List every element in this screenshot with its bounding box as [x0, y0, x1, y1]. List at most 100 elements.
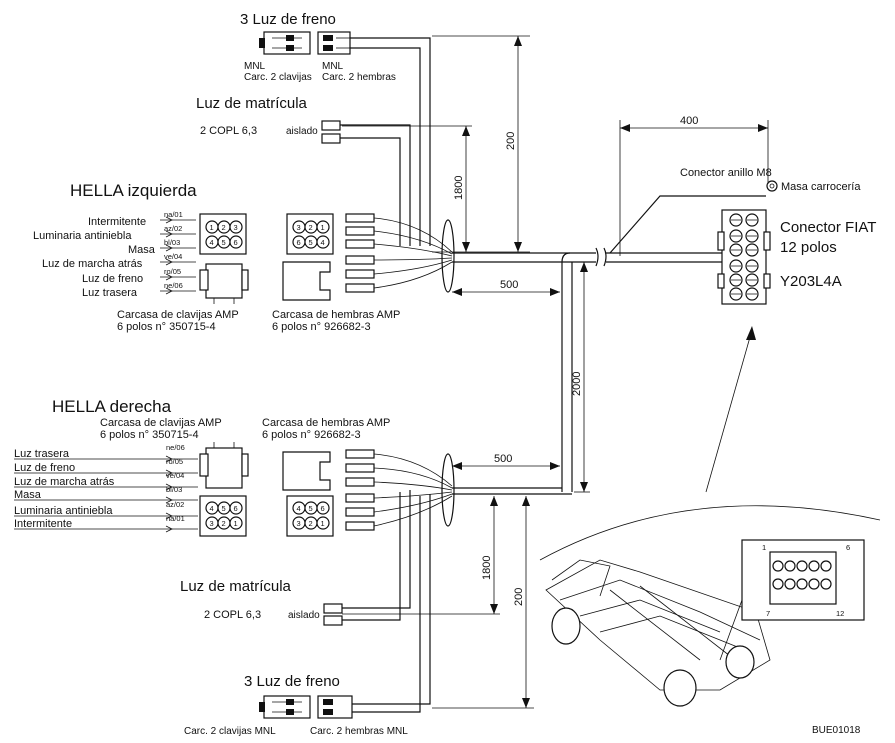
inset-pin-6: 6 [846, 543, 850, 552]
hella-left-wire-4-code: ve/04 [164, 252, 182, 261]
fiat-connector-title-1: Conector FIAT [780, 219, 876, 236]
hella-right-socket-caption-1: Carcasa de hembras AMP [262, 417, 390, 429]
hella-right-socket: 4 5 6 3 2 1 [282, 449, 375, 537]
bottom-plate-terminal-2 [323, 615, 343, 626]
hella-left-wire-6-label: Luz trasera [82, 287, 138, 299]
top-brake-male-plug [259, 31, 311, 55]
hella-right-wire-1: Luz trasera ne/06 [14, 443, 185, 460]
fiat-connector-code: Y203L4A [780, 273, 842, 290]
hella-right-wire-1-code: ne/06 [166, 443, 185, 452]
hella-right-wire-6: Intermitente na/01 [14, 514, 185, 530]
bottom-plate-title: Luz de matrícula [180, 578, 292, 595]
dim-top-200: 200 [432, 35, 530, 253]
svg-text:1: 1 [321, 519, 325, 528]
hella-left-wire-5-code: ro/05 [164, 267, 181, 276]
hella-left-wire-lines [160, 216, 196, 295]
hella-right-wire-lines [14, 455, 198, 533]
dim-bottom-200: 200 [432, 496, 534, 709]
dim-400-label: 400 [680, 115, 698, 127]
hella-right-plug: 4 5 6 3 2 1 [199, 442, 249, 537]
hella-left-wire-6: Luz trasera ne/06 [82, 281, 183, 299]
dim-2000: 2000 [571, 261, 590, 493]
bottom-brake-male-plug [259, 695, 311, 719]
top-plate-terminal-2 [321, 133, 341, 144]
hella-left-wire-4: Luz de marcha atrás ve/04 [42, 252, 182, 270]
fiat-connector-title-2: 12 polos [780, 239, 837, 256]
hella-left-wire-3: Masa bl/03 [128, 238, 180, 256]
figure-code: BUE01018 [812, 725, 861, 736]
hella-right-wire-3-label: Luz de marcha atrás [14, 476, 115, 488]
hella-right-group: HELLA derecha Carcasa de clavijas AMP 6 … [14, 397, 572, 537]
hella-left-plug-caption-1: Carcasa de clavijas AMP [117, 309, 239, 321]
hella-left-group: HELLA izquierda Intermitente na/01 Lumin… [33, 181, 455, 333]
hella-right-wire-2-label: Luz de freno [14, 462, 75, 474]
dim-2000-label: 2000 [571, 372, 583, 396]
bottom-brake-carc-left: Carc. 2 clavijas MNL [184, 726, 276, 737]
hella-right-wire-2-code: ro/05 [166, 457, 183, 466]
vehicle-inset: 1 6 7 12 [539, 326, 881, 707]
hella-left-socket: 3 2 1 6 5 4 [282, 213, 375, 301]
svg-text:2: 2 [309, 519, 313, 528]
hella-left-wire-4-label: Luz de marcha atrás [42, 258, 143, 270]
hella-right-socket-caption-2: 6 polos n° 926682-3 [262, 429, 361, 441]
top-plate-light-group: Luz de matrícula 2 COPL 6,3 aislado [196, 95, 411, 246]
hella-right-wire-5-code: az/02 [166, 500, 184, 509]
hella-right-wire-2: Luz de freno ro/05 [14, 457, 183, 474]
inset-pin-7: 7 [766, 609, 770, 618]
svg-text:2: 2 [222, 223, 226, 232]
dim-500-top-label: 500 [500, 279, 518, 291]
svg-text:5: 5 [222, 238, 226, 247]
hella-left-wire-1-label: Intermitente [88, 216, 146, 228]
svg-text:3: 3 [210, 519, 214, 528]
hella-right-wire-4-code: bl/03 [166, 485, 182, 494]
svg-text:4: 4 [297, 504, 301, 513]
svg-text:4: 4 [210, 238, 214, 247]
dim-bottom-1800-label: 1800 [481, 556, 493, 580]
bottom-brake-carc-right: Carc. 2 hembras MNL [310, 726, 408, 737]
inset-pin-12: 12 [836, 609, 844, 618]
top-brake-light-group: 3 Luz de freno MNL Carc. 2 clavijas MNL … [240, 11, 431, 246]
hella-left-socket-caption-2: 6 polos n° 926682-3 [272, 321, 371, 333]
hella-right-wire-6-label: Intermitente [14, 518, 72, 530]
inset-connector-zoom: 1 6 7 12 [719, 539, 865, 661]
ring-connector-label: Conector anillo M8 [680, 167, 772, 179]
svg-text:2: 2 [222, 519, 226, 528]
fiat-connector: Conector FIAT 12 polos Y203L4A [717, 209, 876, 305]
hella-right-title: HELLA derecha [52, 397, 172, 416]
dim-500-bottom-label: 500 [494, 453, 512, 465]
hella-left-wire-3-code: bl/03 [164, 238, 180, 247]
hella-right-wire-3: Luz de marcha atrás ve/04 [14, 471, 184, 488]
ground-ring-group: Conector anillo M8 Masa carrocería [609, 167, 861, 254]
svg-text:1: 1 [321, 223, 325, 232]
dim-top-200-label: 200 [505, 132, 517, 150]
hella-right-wire-5: Luminaria antiniebla az/02 [14, 500, 184, 517]
dim-500-bottom: 500 [452, 453, 560, 470]
bottom-plate-light-group: Luz de matrícula 2 COPL 6,3 aislado [180, 578, 343, 626]
dim-bottom-1800: 1800 [342, 496, 500, 615]
hella-left-plug: 1 2 3 4 5 6 [199, 213, 249, 304]
top-brake-mnl-right: MNL [322, 61, 344, 72]
dim-top-1800-label: 1800 [453, 176, 465, 200]
hella-right-wire-5-label: Luminaria antiniebla [14, 505, 113, 517]
top-plate-aislado: aislado [286, 126, 318, 137]
svg-text:1: 1 [234, 519, 238, 528]
svg-text:5: 5 [309, 504, 313, 513]
dim-400: 400 [619, 115, 769, 256]
svg-text:3: 3 [297, 519, 301, 528]
top-brake-mnl-left: MNL [244, 61, 266, 72]
hella-right-wire-4-label: Masa [14, 489, 42, 501]
hella-left-wire-1: Intermitente na/01 [88, 210, 183, 228]
bottom-plate-aislado: aislado [288, 610, 320, 621]
top-plate-copl: 2 COPL 6,3 [200, 125, 257, 137]
svg-text:5: 5 [309, 238, 313, 247]
hella-left-wire-3-label: Masa [128, 244, 156, 256]
hella-left-wire-5: Luz de freno ro/05 [82, 267, 181, 285]
top-brake-carc-right: Carc. 2 hembras [322, 72, 396, 83]
main-bundle-top [452, 247, 722, 492]
svg-text:2: 2 [309, 223, 313, 232]
hella-right-socket-terminals [345, 449, 375, 531]
ring-connector-icon [766, 180, 778, 192]
hella-left-wire-1-code: na/01 [164, 210, 183, 219]
svg-text:6: 6 [297, 238, 301, 247]
